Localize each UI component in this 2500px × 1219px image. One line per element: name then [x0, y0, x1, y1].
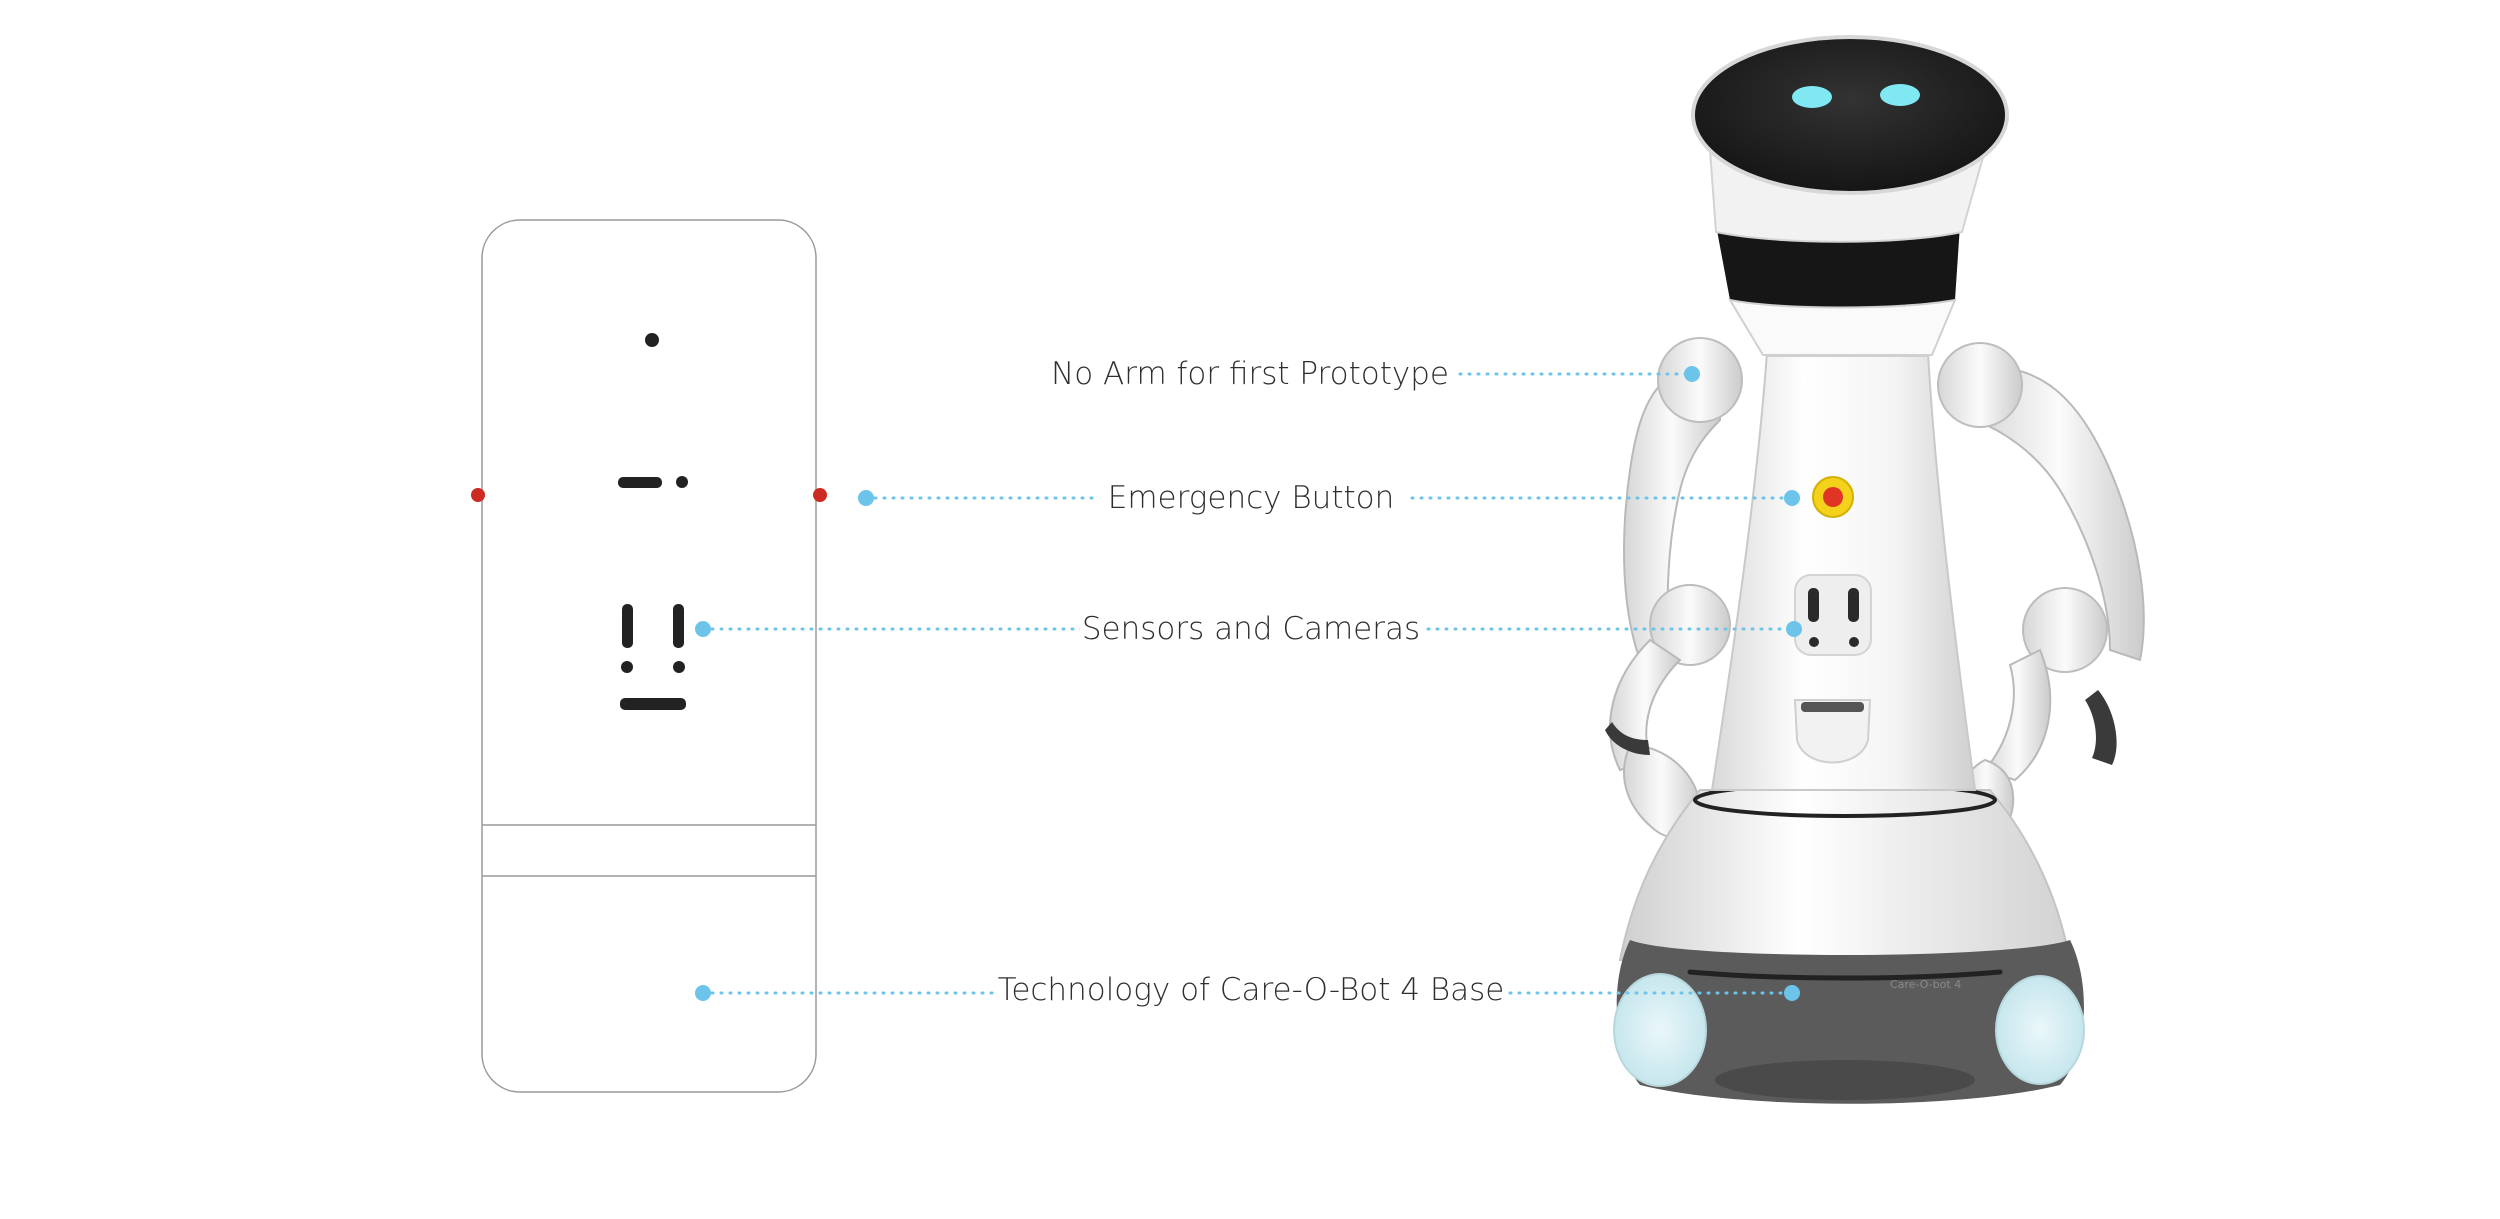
robot-neck-band	[1716, 225, 1960, 308]
schematic-sensor-dot-left	[621, 661, 633, 673]
robot-sensor-right	[1848, 588, 1859, 622]
robot-left-wheel	[1613, 973, 1707, 1087]
robot-eye-right	[1880, 84, 1920, 106]
schematic-top-dot	[645, 333, 659, 347]
robot-base-slot	[1687, 969, 2003, 981]
schematic-sensor-right	[673, 604, 684, 648]
schematic-side-button-left	[471, 488, 485, 502]
robot-sensor-dot-left	[1809, 637, 1819, 647]
robot-head	[1691, 35, 2009, 195]
robot-left-arm-dark-joint	[1605, 722, 1650, 755]
robot-sensor-dot-right	[1849, 637, 1859, 647]
leader-dot-arm	[1684, 366, 1700, 382]
robot-right-wheel	[1995, 975, 2085, 1085]
robot-base-badge: Care-O-bot 4	[1890, 978, 1961, 991]
leader-dot-sensors-right	[1786, 621, 1802, 637]
schematic-emergency-dot	[676, 476, 688, 488]
schematic-sensor-dot-right	[673, 661, 685, 673]
robot-illustration: Care-O-bot 4	[1605, 35, 2145, 1104]
robot-base-skirt	[1616, 940, 2084, 1104]
schematic-sensor-left	[622, 604, 633, 648]
schematic-mouth-bar	[620, 698, 686, 710]
robot-base-front-light	[1715, 1060, 1975, 1100]
robot-right-shoulder	[1937, 342, 2023, 428]
robot-sensor-housing	[1794, 574, 1872, 656]
leader-dot-base-right	[1784, 985, 1800, 1001]
leader-dot-emergency-right	[1784, 490, 1800, 506]
leader-dot-emergency-left	[858, 490, 874, 506]
callout-label-sensors: Sensors and Cameras	[1079, 611, 1423, 647]
robot-sensor-left	[1808, 588, 1819, 622]
robot-torso	[1710, 351, 1977, 791]
robot-right-arm-dark-joint	[2085, 690, 2117, 765]
robot-right-forearm	[1983, 648, 2052, 782]
leader-dot-sensors-left	[695, 621, 711, 637]
schematic-emergency-dash	[618, 477, 662, 488]
robot-right-elbow	[2022, 587, 2108, 673]
leader-dot-base-left	[695, 985, 711, 1001]
schematic-side-button-right	[813, 488, 827, 502]
leader-lines	[701, 372, 1794, 995]
schematic-outline	[481, 219, 817, 1093]
leader-dots	[695, 366, 1802, 1001]
robot-right-arm-upper	[1974, 366, 2145, 662]
robot-torso-mouth-bar	[1801, 702, 1864, 712]
callout-label-emergency: Emergency Button	[1105, 480, 1397, 516]
schematic-front-view	[471, 219, 827, 1093]
robot-emergency-button	[1823, 487, 1843, 507]
callout-label-arm: No Arm for first Prototype	[1049, 356, 1451, 392]
callout-label-base: Technology of Care-O-Bot 4 Base	[995, 972, 1507, 1008]
robot-torso-mouth	[1793, 699, 1872, 764]
robot-eye-left	[1792, 86, 1832, 108]
robot-neck-lower	[1727, 298, 1957, 356]
robot-left-elbow	[1649, 584, 1731, 666]
robot-left-shoulder	[1657, 337, 1743, 423]
